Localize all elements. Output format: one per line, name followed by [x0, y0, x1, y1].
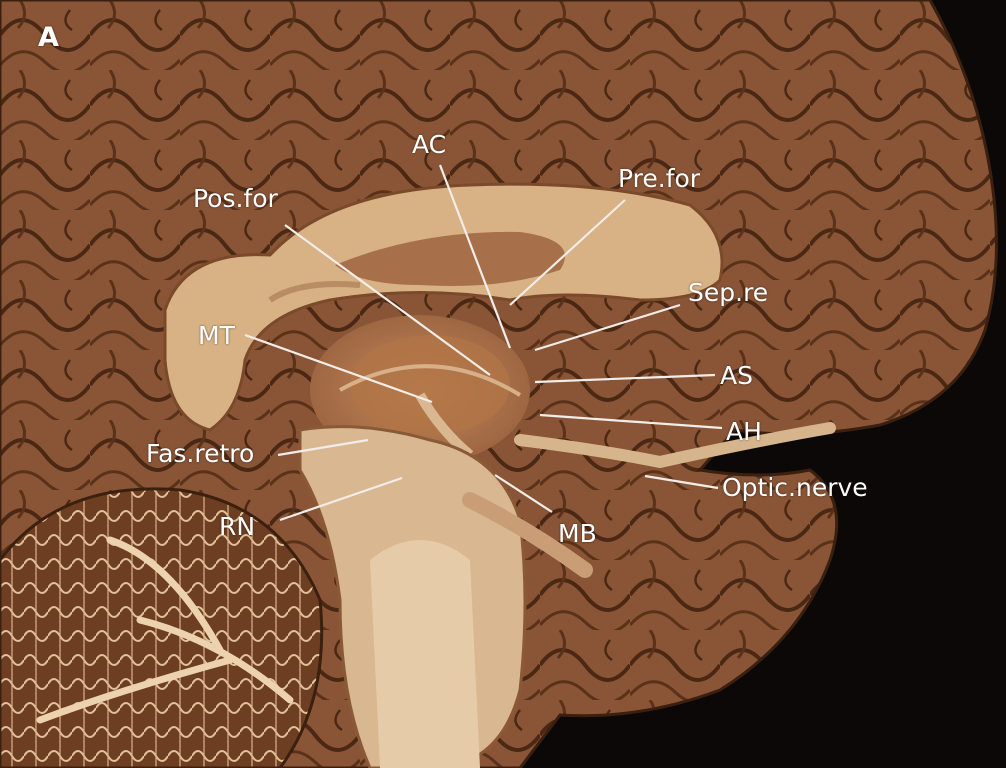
optic-nerve — [514, 422, 836, 469]
leader-line-as — [534, 373, 716, 384]
label-mt: MT — [198, 321, 235, 350]
label-pos-for: Pos.for — [193, 184, 278, 213]
leader-line-ac — [438, 164, 512, 349]
label-rn: RN — [219, 512, 256, 541]
label-ac: AC — [412, 130, 447, 159]
leader-line-fas-retro — [277, 438, 369, 457]
leader-line-rn — [279, 476, 403, 522]
label-mb: MB — [558, 519, 597, 548]
label-optic-nerve: Optic.nerve — [722, 473, 868, 502]
label-pre-for: Pre.for — [618, 164, 701, 193]
leader-line-pre-for — [509, 199, 626, 306]
corpus-callosum — [163, 182, 724, 432]
label-fas-retro: Fas.retro — [146, 439, 255, 468]
label-ah: AH — [726, 417, 762, 446]
leader-line-sep-re — [534, 303, 681, 352]
label-sep-re: Sep.re — [688, 278, 769, 307]
leader-line-pos-for — [284, 224, 491, 376]
label-as: AS — [720, 361, 753, 390]
leader-line-ah — [539, 413, 723, 430]
panel-letter: A — [38, 22, 59, 53]
leader-lines — [244, 164, 723, 522]
brainstem — [298, 425, 527, 768]
leader-line-optic-nerve — [644, 474, 719, 490]
mammillary-stalk — [462, 492, 593, 578]
leader-line-mt — [244, 333, 433, 404]
cerebellum — [0, 487, 324, 768]
leader-line-mb — [494, 474, 553, 513]
